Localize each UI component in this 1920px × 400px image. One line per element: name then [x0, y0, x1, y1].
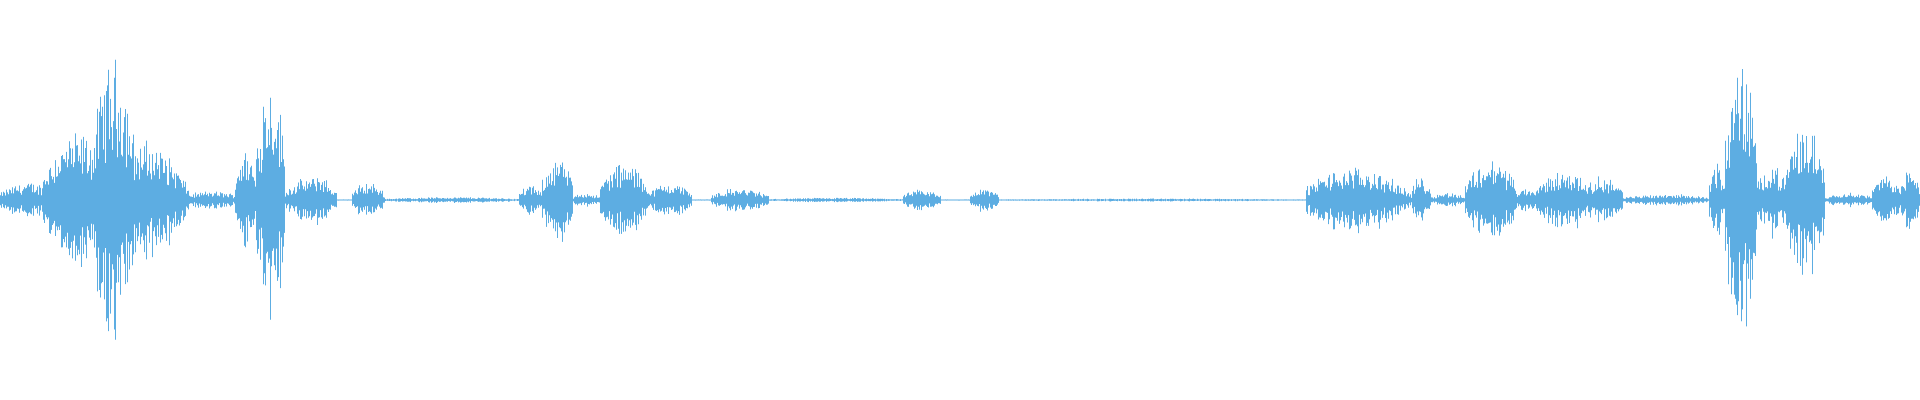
waveform-samples — [0, 59, 1920, 340]
